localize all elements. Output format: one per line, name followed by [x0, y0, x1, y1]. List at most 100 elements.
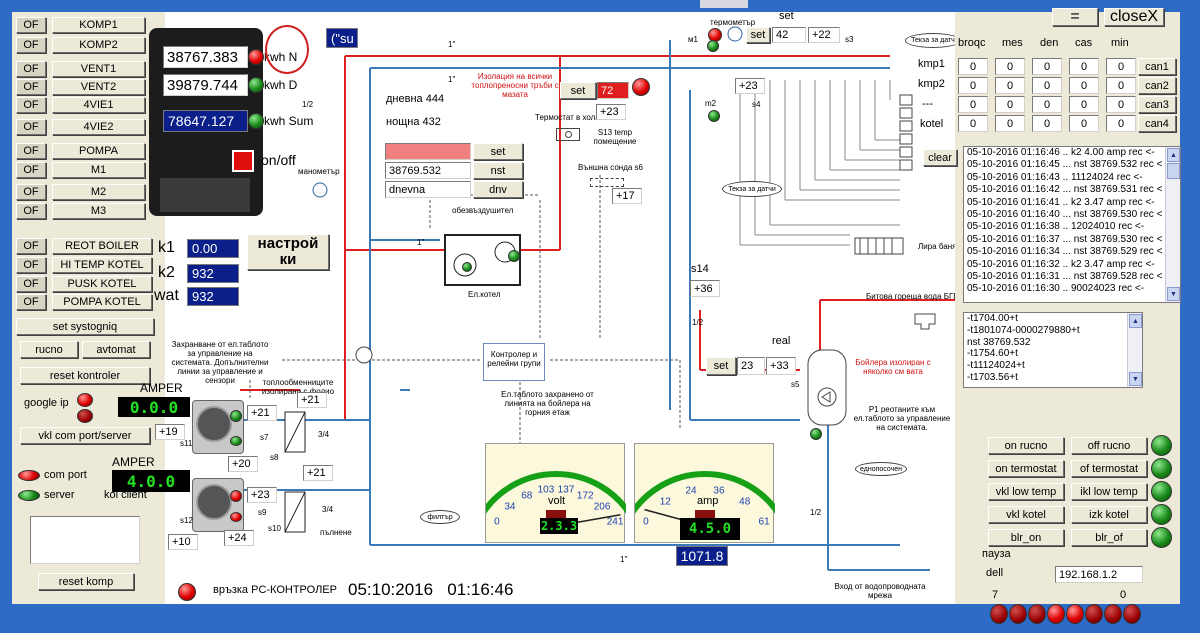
- relay-button-komp2[interactable]: KOMP2: [52, 37, 145, 53]
- log-row[interactable]: 05-10-2016 01:16:40 ... nst 38769.530 re…: [967, 209, 1163, 221]
- relay-state-4vie1[interactable]: OF: [16, 97, 46, 113]
- scroll-up-icon[interactable]: ▲: [1129, 314, 1142, 328]
- relay-state-komp1[interactable]: OF: [16, 17, 46, 33]
- client-textbox[interactable]: [30, 516, 140, 564]
- schedule-cell[interactable]: 0: [1032, 58, 1062, 75]
- onoff-switch[interactable]: [232, 150, 254, 172]
- relay-state-m3[interactable]: OF: [16, 203, 46, 219]
- raw-log-row[interactable]: -t1754.60+t: [967, 348, 1018, 360]
- relay-state-pompa[interactable]: OF: [16, 143, 46, 159]
- schedule-cell[interactable]: 0: [1069, 115, 1099, 132]
- schedule-cell[interactable]: 0: [958, 58, 988, 75]
- dnevna-field[interactable]: dnevna: [385, 181, 471, 198]
- ip-field[interactable]: 192.168.1.2: [1055, 566, 1143, 583]
- clear-log-button[interactable]: clear: [923, 149, 957, 166]
- relay-button-4vie1[interactable]: 4VIE1: [52, 97, 145, 113]
- control-off-2[interactable]: of termostat: [1071, 460, 1147, 477]
- scroll-down-icon[interactable]: ▼: [1167, 287, 1180, 301]
- log-row[interactable]: 05-10-2016 01:16:46 .. k2 4.00 amp rec <…: [967, 147, 1155, 158]
- set-temp-button[interactable]: set: [746, 27, 770, 43]
- raw-log-row[interactable]: -t11124024+t: [967, 360, 1025, 372]
- insulation-set-value[interactable]: 72: [597, 82, 629, 99]
- schedule-cell[interactable]: 0: [995, 115, 1025, 132]
- cancel-button-4[interactable]: can4: [1138, 115, 1176, 132]
- control-on-5[interactable]: blr_on: [988, 529, 1064, 546]
- boiler-set-value[interactable]: 23: [737, 357, 765, 375]
- nastroiki-button[interactable]: настрой ки: [247, 234, 329, 270]
- vkl-com-button[interactable]: vkl com port/server: [20, 427, 150, 444]
- relay-button-pompa-kotel[interactable]: POMPA KOTEL: [52, 294, 152, 310]
- cancel-button-1[interactable]: can1: [1138, 58, 1176, 75]
- nst-value-field[interactable]: 38769.532: [385, 162, 471, 179]
- schedule-cell[interactable]: 0: [995, 58, 1025, 75]
- relay-state-4vie2[interactable]: OF: [16, 119, 46, 135]
- log-row[interactable]: 05-10-2016 01:16:32 .. k2 3.47 amp rec <…: [967, 258, 1155, 270]
- boiler-set-button[interactable]: set: [706, 357, 736, 375]
- relay-state-m1[interactable]: OF: [16, 162, 46, 178]
- control-off-3[interactable]: ikl low temp: [1071, 483, 1147, 500]
- cancel-button-2[interactable]: can2: [1138, 77, 1176, 94]
- relay-button-m3[interactable]: M3: [52, 203, 145, 219]
- relay-state-reot-boiler[interactable]: OF: [16, 238, 46, 254]
- schedule-cell[interactable]: 0: [1032, 115, 1062, 132]
- event-log-scrollbar[interactable]: ▲ ▼: [1165, 147, 1180, 302]
- schedule-cell[interactable]: 0: [1069, 96, 1099, 113]
- relay-button-m2[interactable]: M2: [52, 184, 145, 200]
- schedule-cell[interactable]: 0: [958, 96, 988, 113]
- set-temp-value[interactable]: 42: [772, 27, 806, 43]
- control-off-1[interactable]: off rucno: [1071, 437, 1147, 454]
- reset-komp-button[interactable]: reset komp: [38, 573, 134, 590]
- relay-button-reot-boiler[interactable]: REOT BOILER: [52, 238, 152, 254]
- schedule-cell[interactable]: 0: [1069, 77, 1099, 94]
- control-off-4[interactable]: izk kotel: [1071, 506, 1147, 523]
- log-row[interactable]: 05-10-2016 01:16:31 ... nst 38769.528 re…: [967, 271, 1163, 283]
- schedule-cell[interactable]: 0: [958, 115, 988, 132]
- schedule-cell[interactable]: 0: [995, 77, 1025, 94]
- schedule-cell[interactable]: 0: [1106, 96, 1136, 113]
- scroll-down-icon[interactable]: ▼: [1129, 372, 1142, 386]
- scroll-thumb[interactable]: [1167, 163, 1180, 179]
- log-row[interactable]: 05-10-2016 01:16:30 .. 90024023 rec <-: [967, 283, 1145, 295]
- minimize-button[interactable]: =: [1052, 8, 1098, 26]
- reset-kontroler-button[interactable]: reset kontroler: [20, 367, 150, 384]
- schedule-cell[interactable]: 0: [1106, 58, 1136, 75]
- schedule-cell[interactable]: 0: [995, 96, 1025, 113]
- log-row[interactable]: 05-10-2016 01:16:38 .. 12024010 rec <-: [967, 221, 1145, 233]
- scroll-up-icon[interactable]: ▲: [1167, 148, 1180, 162]
- schedule-cell[interactable]: 0: [1106, 115, 1136, 132]
- close-button[interactable]: closeX: [1104, 8, 1164, 26]
- relay-state-m2[interactable]: OF: [16, 184, 46, 200]
- schedule-cell[interactable]: 0: [1069, 58, 1099, 75]
- cancel-button-3[interactable]: can3: [1138, 96, 1176, 113]
- raw-log-row[interactable]: -t1801074-0000279880+t: [967, 324, 1080, 336]
- schedule-cell[interactable]: 0: [1032, 96, 1062, 113]
- schedule-cell[interactable]: 0: [1032, 77, 1062, 94]
- relay-button-pompa[interactable]: POMPA: [52, 143, 145, 159]
- control-on-2[interactable]: on termostat: [988, 460, 1064, 477]
- relay-state-vent2[interactable]: OF: [16, 79, 46, 95]
- raw-log-row[interactable]: -t1703.56+t: [967, 371, 1018, 383]
- relay-state-hi-temp-kotel[interactable]: OF: [16, 257, 46, 273]
- relay-button-pusk-kotel[interactable]: PUSK KOTEL: [52, 276, 152, 292]
- relay-button-hi-temp-kotel[interactable]: HI TEMP KOTEL: [52, 257, 152, 273]
- avtomat-button[interactable]: avtomat: [82, 341, 150, 358]
- log-row[interactable]: 05-10-2016 01:16:37 ... nst 38769.530 re…: [967, 233, 1163, 245]
- control-on-1[interactable]: on rucno: [988, 437, 1064, 454]
- schedule-cell[interactable]: 0: [1106, 77, 1136, 94]
- relay-button-vent2[interactable]: VENT2: [52, 79, 145, 95]
- set-systogniq-button[interactable]: set systogniq: [16, 318, 154, 335]
- log-row[interactable]: 05-10-2016 01:16:45 ... nst 38769.532 re…: [967, 159, 1163, 171]
- relay-state-pusk-kotel[interactable]: OF: [16, 276, 46, 292]
- rucno-button[interactable]: rucno: [20, 341, 78, 358]
- raw-log-row[interactable]: nst 38769.532: [967, 336, 1031, 348]
- log-row[interactable]: 05-10-2016 01:16:41 .. k2 3.47 amp rec <…: [967, 196, 1155, 208]
- control-on-4[interactable]: vkl kotel: [988, 506, 1064, 523]
- pink-field[interactable]: [385, 143, 471, 160]
- nst-button[interactable]: nst: [473, 162, 523, 179]
- relay-state-pompa-kotel[interactable]: OF: [16, 294, 46, 310]
- relay-state-vent1[interactable]: OF: [16, 61, 46, 77]
- raw-log-row[interactable]: -t1704.00+t: [967, 313, 1018, 324]
- relay-button-komp1[interactable]: KOMP1: [52, 17, 145, 33]
- event-log[interactable]: 05-10-2016 01:16:46 .. k2 4.00 amp rec <…: [963, 146, 1181, 303]
